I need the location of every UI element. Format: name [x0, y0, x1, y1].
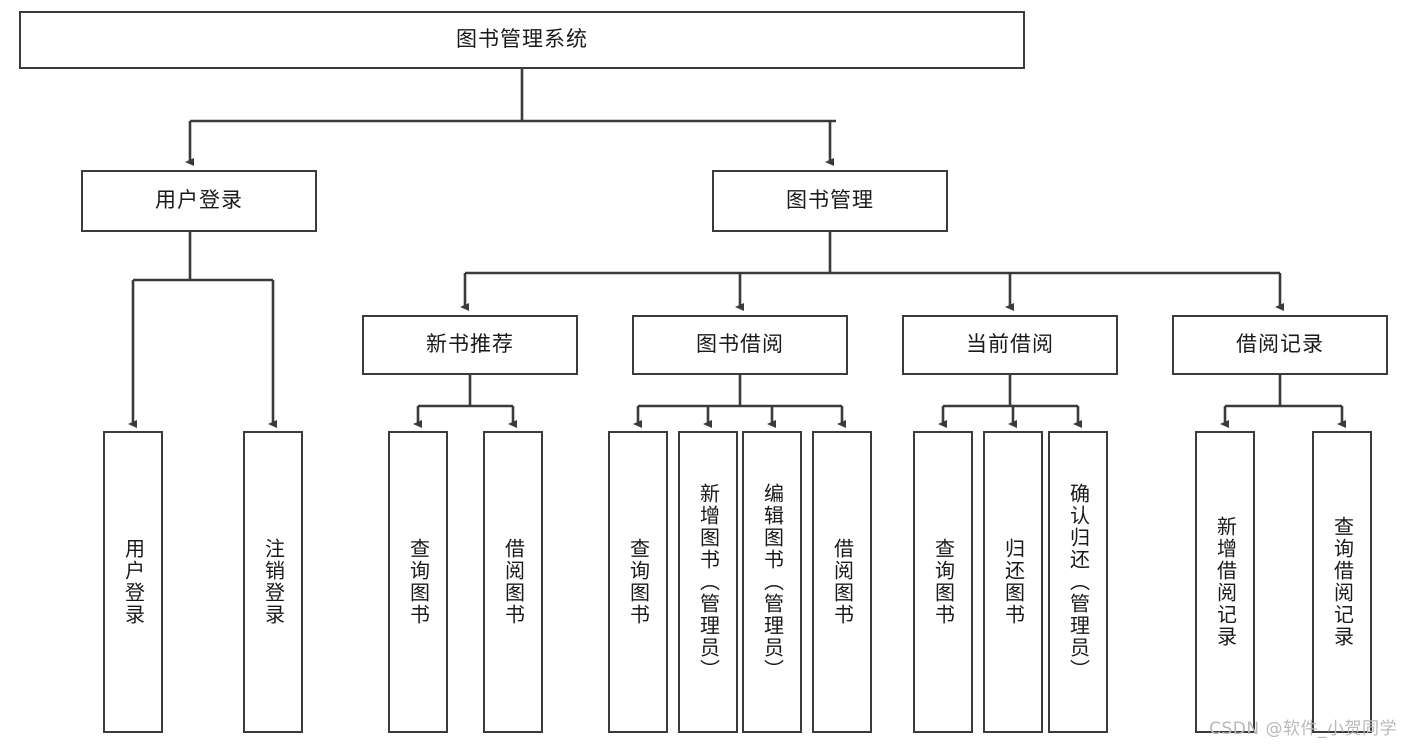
- node-label: 新书推荐: [426, 332, 514, 357]
- node-label: 查询图书: [406, 538, 431, 626]
- node-label: 编辑图书（管理员）: [760, 483, 785, 681]
- node-label: 注销登录: [261, 538, 286, 626]
- node-book-borrow[interactable]: 图书借阅: [632, 315, 848, 375]
- node-label: 借阅记录: [1236, 332, 1324, 357]
- leaf-confirm-return[interactable]: 确认归还（管理员）: [1048, 431, 1108, 733]
- node-label: 查询图书: [931, 538, 956, 626]
- node-label: 新增借阅记录: [1213, 516, 1238, 648]
- node-label: 借阅图书: [830, 538, 855, 626]
- leaf-query-record[interactable]: 查询借阅记录: [1312, 431, 1372, 733]
- node-label: 借阅图书: [501, 538, 526, 626]
- node-root-system[interactable]: 图书管理系统: [19, 11, 1025, 69]
- node-label: 图书管理系统: [456, 27, 588, 52]
- leaf-query-book-3[interactable]: 查询图书: [913, 431, 973, 733]
- leaf-query-book-1[interactable]: 查询图书: [388, 431, 448, 733]
- leaf-user-login[interactable]: 用户登录: [103, 431, 163, 733]
- node-user-login[interactable]: 用户登录: [81, 170, 317, 232]
- leaf-query-book-2[interactable]: 查询图书: [608, 431, 668, 733]
- node-current-borrow[interactable]: 当前借阅: [902, 315, 1118, 375]
- watermark: CSDN @软件_小贺同学: [1209, 719, 1397, 739]
- node-label: 用户登录: [121, 538, 146, 626]
- node-label: 查询借阅记录: [1330, 516, 1355, 648]
- node-label: 查询图书: [626, 538, 651, 626]
- leaf-borrow-book-2[interactable]: 借阅图书: [812, 431, 872, 733]
- leaf-borrow-book-1[interactable]: 借阅图书: [483, 431, 543, 733]
- leaf-edit-book[interactable]: 编辑图书（管理员）: [742, 431, 802, 733]
- leaf-add-record[interactable]: 新增借阅记录: [1195, 431, 1255, 733]
- leaf-return-book[interactable]: 归还图书: [983, 431, 1043, 733]
- node-label: 确认归还（管理员）: [1066, 483, 1091, 681]
- node-label: 图书管理: [786, 188, 874, 213]
- node-label: 当前借阅: [966, 332, 1054, 357]
- node-label: 新增图书（管理员）: [696, 483, 721, 681]
- leaf-logout-login[interactable]: 注销登录: [243, 431, 303, 733]
- node-borrow-record[interactable]: 借阅记录: [1172, 315, 1388, 375]
- node-label: 图书借阅: [696, 332, 784, 357]
- leaf-add-book[interactable]: 新增图书（管理员）: [678, 431, 738, 733]
- node-label: 用户登录: [155, 188, 243, 213]
- node-book-management[interactable]: 图书管理: [712, 170, 948, 232]
- node-label: 归还图书: [1001, 538, 1026, 626]
- node-new-book-recommend[interactable]: 新书推荐: [362, 315, 578, 375]
